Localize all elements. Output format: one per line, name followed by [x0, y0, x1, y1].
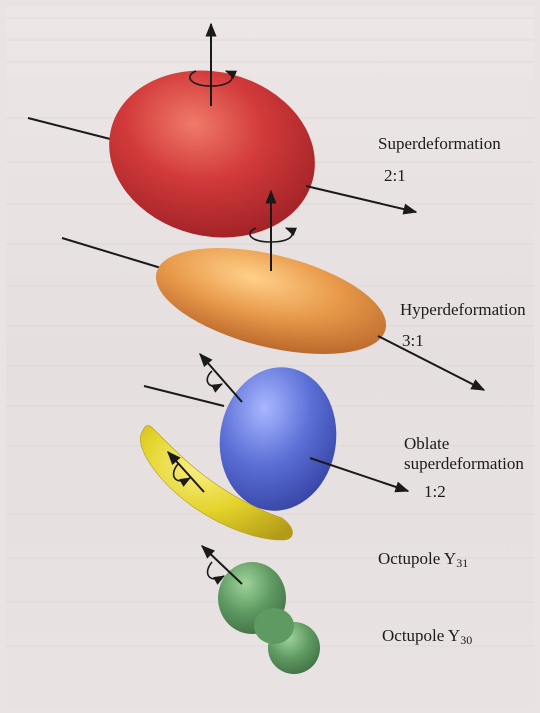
oblate-axis-left — [144, 386, 224, 406]
green-pear-neck — [254, 608, 294, 644]
superdeformation-axis-arrow — [306, 186, 416, 212]
octupole-y31-subscript: 31 — [456, 556, 468, 570]
oblate-label: Oblate — [404, 434, 449, 454]
superdeformation-label: Superdeformation — [378, 134, 501, 154]
hyperdeformation-name: Hyperdeformation — [400, 300, 526, 319]
figure-frame: Superdeformation 2:1 Hyperdeformation 3:… — [6, 6, 534, 707]
octupole-y30-shape — [202, 546, 320, 674]
rotation-arrow-icon — [207, 371, 222, 386]
superdeformation-ratio-text: 2:1 — [384, 166, 406, 185]
hyperdeformation-ratio: 3:1 — [402, 331, 424, 351]
superdeformation-ratio: 2:1 — [384, 166, 406, 186]
superdeformation-axis-left — [28, 118, 118, 141]
hyperdeformation-axis-left — [62, 238, 161, 268]
superdeformation-shape — [28, 24, 416, 259]
oblate-ratio-text: 1:2 — [424, 482, 446, 501]
oblate-name-line2: superdeformation — [404, 454, 524, 473]
hyperdeformation-label: Hyperdeformation — [400, 300, 526, 320]
octupole-y31-label: Octupole Y31 — [378, 549, 468, 573]
octupole-y30-axis — [202, 546, 242, 584]
octupole-y30-subscript: 30 — [460, 633, 472, 647]
oblate-name: Oblate — [404, 434, 449, 453]
oblate-label-line2: superdeformation — [404, 454, 524, 474]
superdeformation-name: Superdeformation — [378, 134, 501, 153]
oblate-ratio: 1:2 — [424, 482, 446, 502]
oblate-rotation-axis — [200, 354, 242, 402]
hyperdeformation-axis-arrow — [378, 336, 484, 390]
octupole-y30-label: Octupole Y30 — [382, 626, 472, 650]
nuclear-shapes-diagram — [6, 6, 534, 707]
octupole-y30-name: Octupole Y — [382, 626, 460, 645]
hyperdeformation-ratio-text: 3:1 — [402, 331, 424, 350]
octupole-y31-name: Octupole Y — [378, 549, 456, 568]
